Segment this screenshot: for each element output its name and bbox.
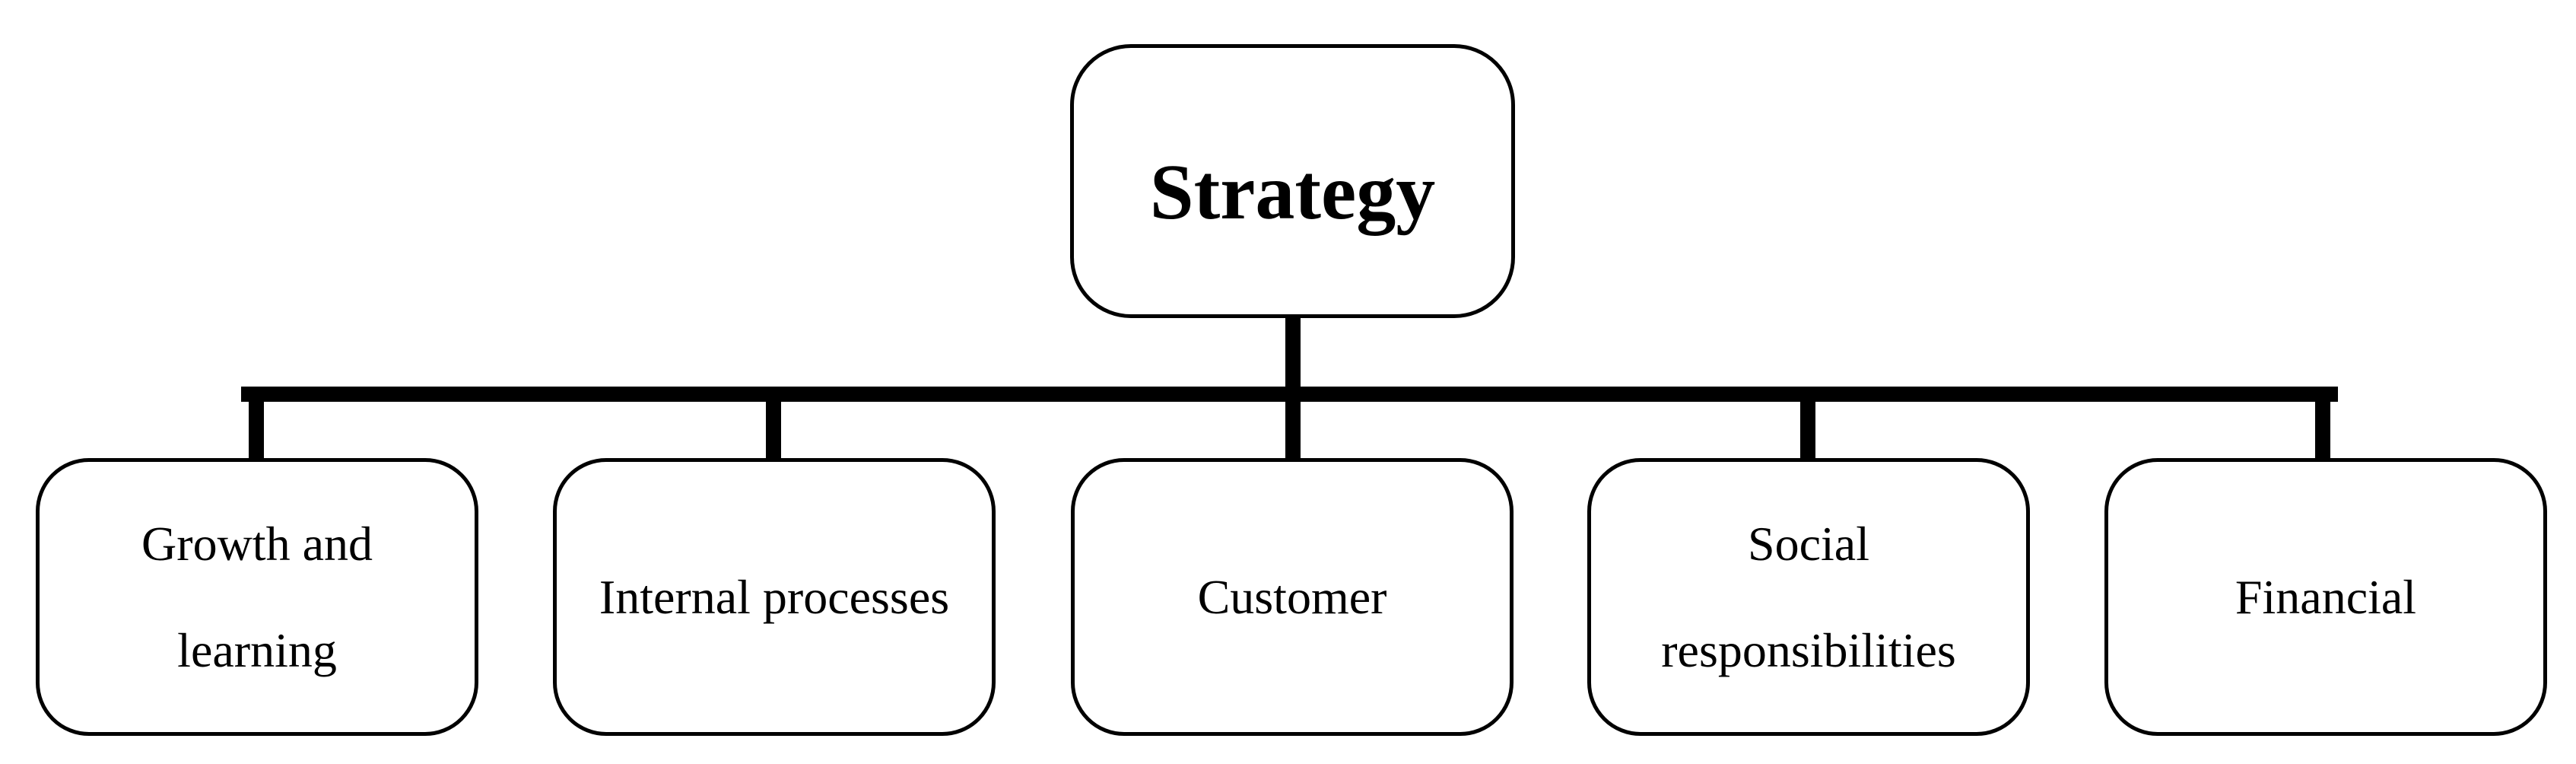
node-customer: Customer xyxy=(1071,458,1514,736)
node-internal-processes: Internal processes xyxy=(553,458,996,736)
node-strategy: Strategy xyxy=(1070,44,1515,318)
node-internal-processes-label: Internal processes xyxy=(599,569,950,624)
node-growth-and-learning-label: Growth and learning xyxy=(141,516,373,677)
node-growth-and-learning: Growth and learning xyxy=(36,458,478,736)
node-customer-label: Customer xyxy=(1197,569,1387,624)
node-strategy-label: Strategy xyxy=(1149,148,1436,236)
node-social-responsibilities-label: Social responsibilities xyxy=(1661,516,1956,677)
node-financial-label: Financial xyxy=(2235,569,2417,624)
node-financial: Financial xyxy=(2104,458,2547,736)
node-social-responsibilities: Social responsibilities xyxy=(1587,458,2030,736)
